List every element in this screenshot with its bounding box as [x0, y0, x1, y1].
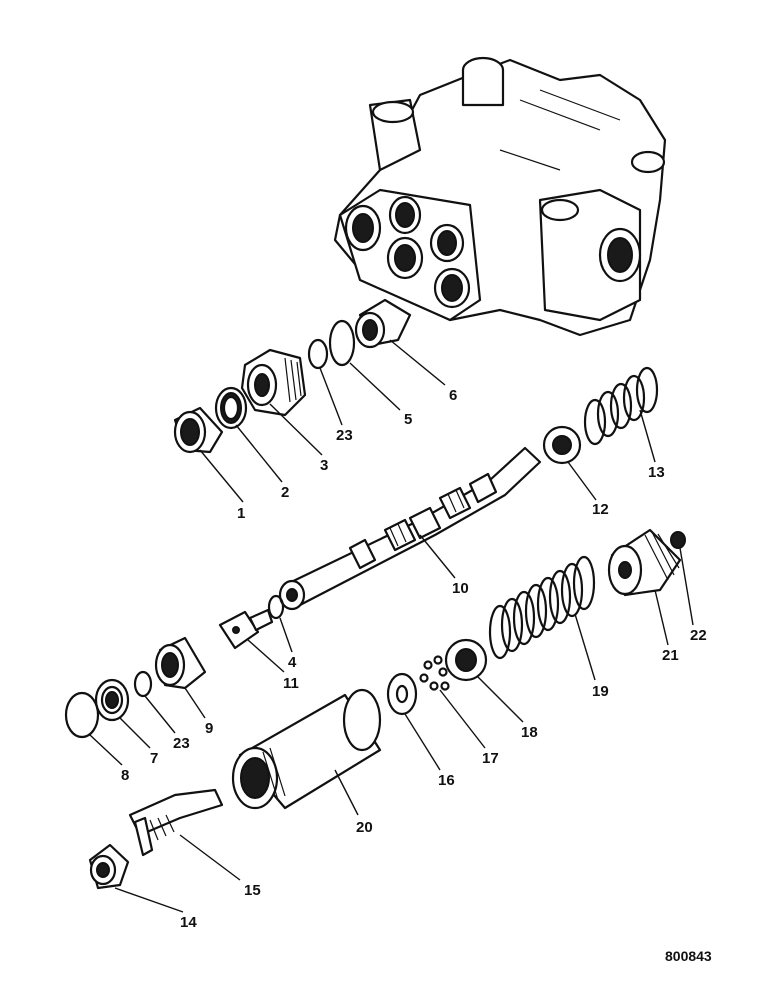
part-5-o-ring: [328, 319, 356, 367]
callout-8: 8: [121, 767, 129, 784]
part-19-spring: [488, 555, 596, 660]
part-9-bush: [154, 636, 207, 690]
callout-18: 18: [521, 724, 538, 741]
part-18-ring: [444, 638, 488, 682]
callout-20: 20: [356, 819, 373, 836]
part-1-seal: [173, 406, 224, 454]
part-16-washer: [386, 672, 418, 716]
part-12-ring: [542, 425, 582, 465]
part-23-o-ring-lower: [133, 670, 153, 698]
callout-21: 21: [662, 647, 679, 664]
callout-7: 7: [150, 750, 158, 767]
callout-labels: 1 2 3 23 5 6 10 12 13 11 4 9 23 7 8 16 1…: [121, 387, 707, 931]
part-11-adaptor: [218, 608, 274, 650]
callout-3: 3: [320, 457, 328, 474]
part-2-washer: [214, 386, 248, 430]
part-15-spool-end: [128, 788, 224, 857]
callout-1: 1: [237, 505, 245, 522]
part-8-o-ring: [64, 691, 100, 739]
part-13-spring: [583, 366, 659, 446]
part-6-bush: [354, 298, 412, 349]
callout-9: 9: [205, 720, 213, 737]
part-7-bush: [94, 678, 130, 722]
callout-6: 6: [449, 387, 457, 404]
part-4-o-ring: [267, 594, 285, 620]
callout-23-upper: 23: [336, 427, 353, 444]
callout-13: 13: [648, 464, 665, 481]
callout-15: 15: [244, 882, 261, 899]
callout-23-lower: 23: [173, 735, 190, 752]
callout-10: 10: [452, 580, 469, 597]
part-3-nut: [240, 348, 307, 417]
callout-14: 14: [180, 914, 197, 931]
callout-17: 17: [482, 750, 499, 767]
part-22-plug: [670, 531, 686, 549]
callout-16: 16: [438, 772, 455, 789]
part-21-cap: [607, 528, 682, 597]
reference-code: 800843: [665, 948, 712, 964]
callout-12: 12: [592, 501, 609, 518]
callout-19: 19: [592, 683, 609, 700]
callout-4: 4: [288, 654, 297, 671]
callout-2: 2: [281, 484, 289, 501]
part-17-balls: [419, 655, 450, 691]
part-20-housing: [231, 688, 382, 810]
callout-11: 11: [283, 675, 299, 692]
part-10-spool: [278, 446, 542, 611]
callout-5: 5: [404, 411, 412, 428]
part-14-nut: [88, 843, 130, 890]
valve-body: [333, 56, 667, 337]
part-23-o-ring-upper: [307, 338, 329, 370]
callout-22: 22: [690, 627, 707, 644]
leader-lines: [89, 339, 694, 913]
